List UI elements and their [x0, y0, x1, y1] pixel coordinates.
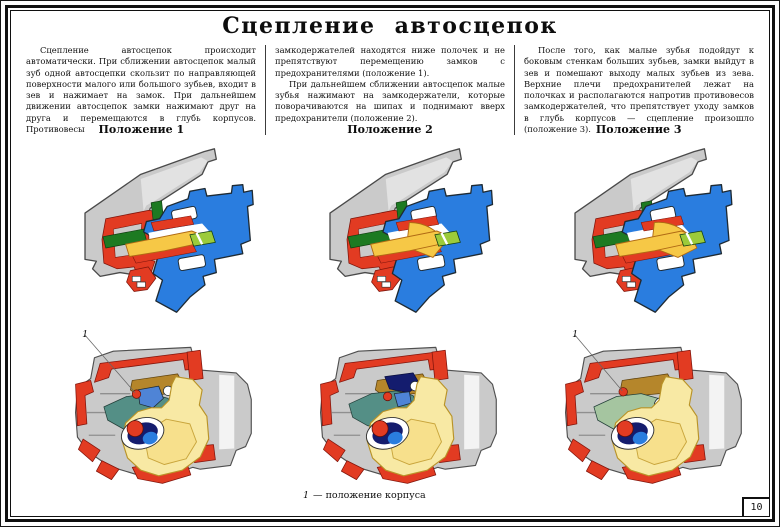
gray-horn-highlight	[385, 157, 453, 212]
body-paragraph: замкодержателей находятся ниже полочек и…	[275, 45, 505, 78]
callout-1: 1	[82, 329, 88, 340]
caption-marker: 1	[303, 490, 310, 501]
poster-content: Сцепление автосцепок Сцепление автосцепо…	[11, 11, 769, 516]
figure-position-3-plan-view	[541, 141, 763, 321]
body-paragraph: При дальнейшем сближении автосцепок малы…	[275, 78, 505, 123]
text-column-3: После того, как малые зубья подойдут к б…	[514, 45, 763, 135]
body-paragraph: После того, как малые зубья подойдут к б…	[524, 45, 754, 134]
position-3-label: Положение 3	[595, 123, 682, 136]
red-pin	[383, 391, 393, 402]
callout-1: 1	[572, 329, 578, 340]
gray-horn-highlight	[140, 157, 208, 212]
tooth-slash	[440, 232, 449, 245]
shank-highlight	[709, 374, 725, 450]
intro-text-columns: Сцепление автосцепок происходит автомати…	[17, 45, 763, 135]
lock-tail	[126, 266, 157, 292]
gray-horn-highlight	[630, 157, 698, 212]
tail-step-2	[381, 281, 391, 288]
figure-position-2-plan-view	[296, 141, 518, 321]
shank-highlight	[464, 374, 480, 450]
tooth-slash	[195, 232, 204, 245]
figure-caption: 1— положение корпуса	[303, 490, 426, 501]
red-strip-upper	[150, 215, 194, 232]
tooth-slash	[685, 232, 694, 245]
figure-position-3-cross-section: 1	[541, 324, 763, 486]
blue-coupler	[142, 184, 254, 313]
tail-step-2	[626, 281, 636, 288]
blue-cutout-lower	[177, 254, 206, 272]
figure-position-1-cross-section: 1	[51, 324, 273, 486]
shank-highlight	[219, 374, 235, 450]
body-paragraph: Сцепление автосцепок происходит автомати…	[26, 45, 256, 134]
position-2-label: Положение 2	[347, 123, 433, 136]
position-labels-row: Положение 1 Положение 2 Положение 3	[17, 123, 763, 136]
tail-step-2	[136, 281, 146, 288]
figure-position-1-plan-view	[51, 141, 273, 321]
caption-text: — положение корпуса	[313, 490, 426, 501]
outer-frame: Сцепление автосцепок Сцепление автосцепо…	[5, 5, 775, 522]
position-1-label: Положение 1	[98, 123, 185, 136]
roller-blue	[142, 431, 158, 445]
page-number: 10	[742, 497, 769, 516]
text-column-2: замкодержателей находятся ниже полочек и…	[265, 45, 514, 135]
roller-red	[371, 420, 389, 438]
tail-step-1	[376, 276, 387, 282]
inner-frame: Сцепление автосцепок Сцепление автосцепо…	[10, 10, 770, 517]
text-column-1: Сцепление автосцепок происходит автомати…	[17, 45, 265, 135]
safety-blue	[137, 385, 164, 409]
figure-position-2-cross-section	[296, 324, 518, 486]
roller-red	[616, 420, 634, 438]
roller-blue	[632, 431, 648, 445]
tail-step-1	[131, 276, 142, 282]
page-title: Сцепление автосцепок	[222, 13, 558, 39]
blue-cutout-lower	[656, 254, 685, 272]
tail-step-1	[621, 276, 632, 282]
roller-blue	[387, 431, 403, 445]
roller-red	[126, 420, 144, 438]
